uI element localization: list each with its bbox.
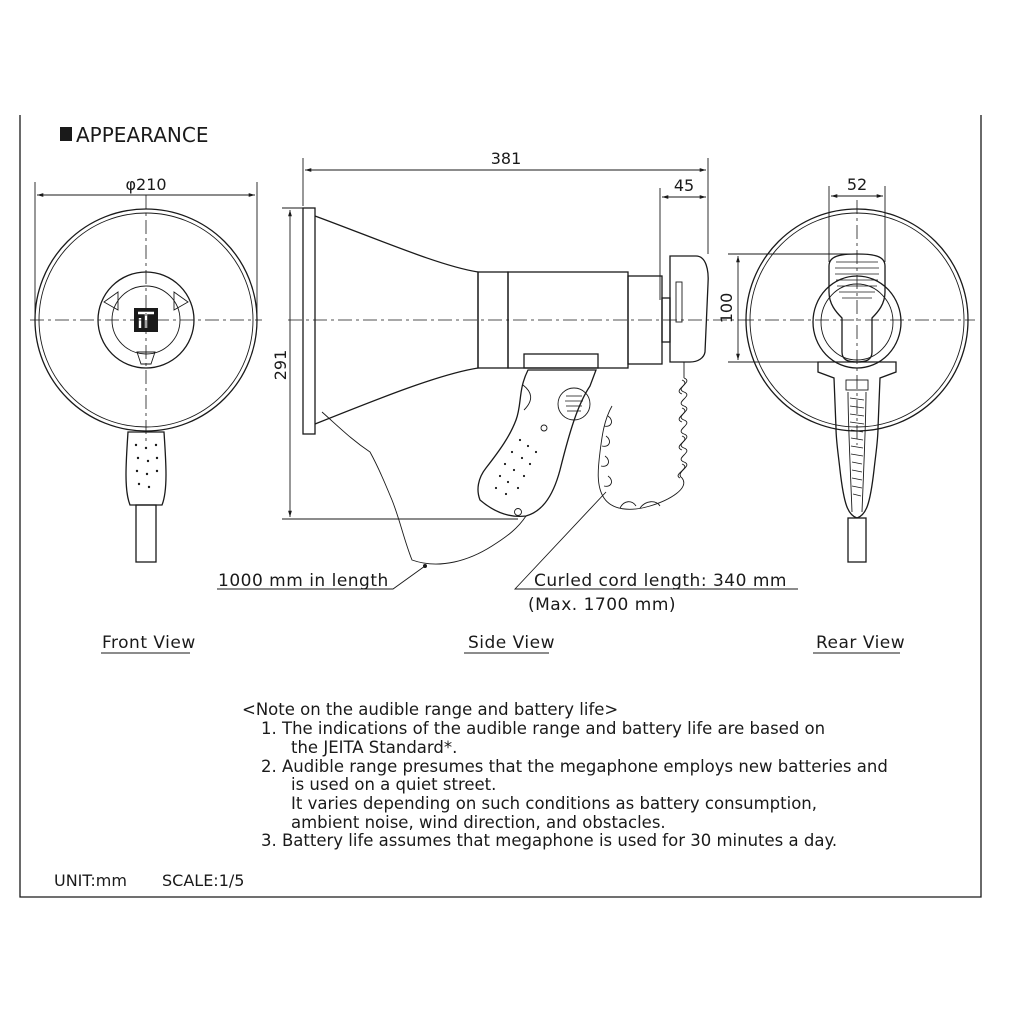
note-line-1: 1. The indications of the audible range … [261, 719, 825, 738]
drawing-frame [19, 115, 982, 898]
title-square-icon [60, 127, 72, 141]
front-view-drawing [30, 182, 262, 563]
mic-width-label: 52 [847, 175, 867, 194]
cord-callout-leader [513, 491, 798, 590]
note-line-5: It varies depending on such conditions a… [291, 794, 817, 813]
cord-length-callout: Curled cord length: 340 mm [534, 571, 787, 591]
mic-depth-label: 45 [674, 176, 694, 195]
note-heading: <Note on the audible range and battery l… [242, 700, 618, 719]
curled-cord [597, 362, 688, 510]
side-grip [477, 369, 597, 518]
note-line-6: ambient noise, wind direction, and obsta… [291, 813, 666, 832]
front-handle [125, 431, 167, 506]
side-view-label: Side View [468, 633, 555, 653]
section-title: APPEARANCE [76, 123, 208, 147]
spec-label-circle [557, 387, 591, 421]
side-strap [321, 411, 527, 565]
height-label: 291 [271, 350, 290, 381]
side-view-drawing [217, 158, 798, 590]
note-line-4: is used on a quiet street. [291, 775, 496, 794]
front-view-label: Front View [102, 633, 196, 653]
front-diameter-label: φ210 [125, 175, 166, 194]
unit-label: UNIT:mm [54, 871, 127, 890]
rear-view-drawing [728, 186, 975, 563]
rear-cord-stub [847, 517, 867, 563]
strap-callout-leader [217, 565, 426, 590]
scale-label: SCALE:1/5 [162, 871, 244, 890]
note-line-7: 3. Battery life assumes that megaphone i… [261, 831, 837, 850]
rear-view-label: Rear View [816, 633, 905, 653]
side-bell-rim [302, 207, 316, 435]
note-block: <Note on the audible range and battery l… [242, 700, 888, 850]
strap-length-callout: 1000 mm in length [218, 571, 389, 591]
note-line-2: the JEITA Standard*. [291, 738, 457, 757]
side-microphone [669, 255, 709, 363]
cord-max-callout: (Max. 1700 mm) [528, 595, 676, 615]
note-line-3: 2. Audible range presumes that the megap… [261, 757, 888, 776]
mic-height-label: 100 [717, 293, 736, 324]
front-cord-stub [135, 504, 157, 563]
total-length-label: 381 [491, 149, 522, 168]
